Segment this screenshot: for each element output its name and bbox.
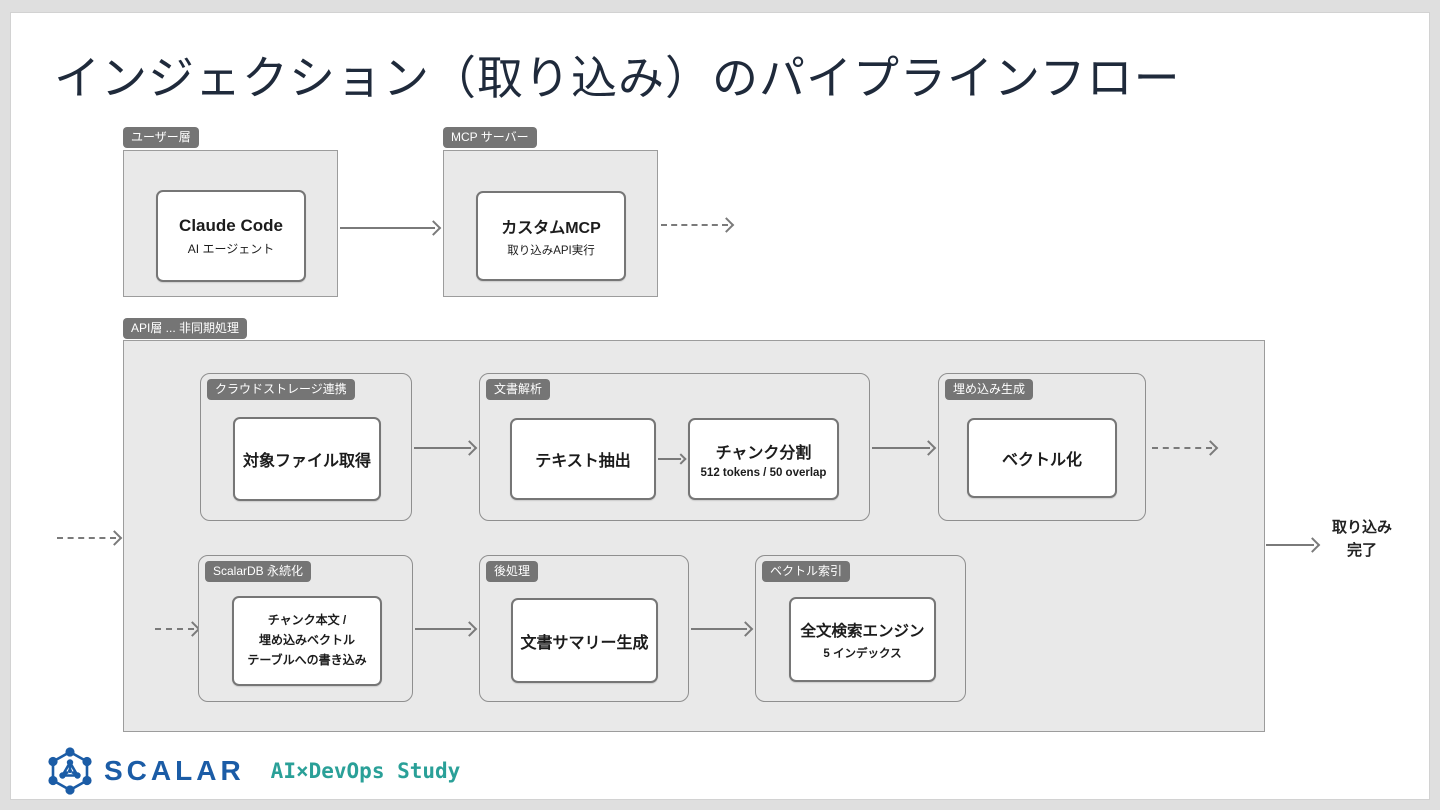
text-extract-title: テキスト抽出 [535, 453, 631, 470]
page-title: インジェクション（取り込み）のパイプラインフロー [54, 52, 1181, 104]
arrow-parse-to-embed [872, 440, 937, 456]
arrow-head-icon [425, 220, 442, 236]
vector-index-group: ベクトル索引 全文検索エンジン 5 インデックス [755, 555, 966, 702]
arrow-head-icon [1304, 537, 1321, 553]
scalar-logo-icon [48, 747, 92, 795]
api-layer-badge: API層 ... 非同期処理 [123, 318, 248, 339]
arrow-mcp-out [661, 217, 735, 233]
text-extract-node: テキスト抽出 [510, 418, 656, 500]
vectorize-title: ベクトル化 [1001, 452, 1082, 469]
completion-label: 取り込み 完了 [1320, 516, 1404, 562]
vectorize-node: ベクトル化 [967, 418, 1117, 498]
arrow-into-scalardb [155, 621, 201, 637]
event-title-text: AI×DevOps Study [270, 759, 461, 783]
completion-line2: 完了 [1346, 542, 1377, 559]
arrow-shaft [340, 227, 435, 229]
postprocess-badge: 後処理 [486, 561, 539, 582]
scalardb-badge: ScalarDB 永続化 [205, 561, 312, 582]
summary-title: 文書サマリー生成 [520, 634, 649, 652]
arrow-head-icon [461, 440, 478, 456]
arrow-shaft [691, 628, 747, 630]
arrow-head-icon [737, 621, 754, 637]
scalar-brand-text: SCALAR [104, 755, 245, 786]
cloud-storage-group: クラウドストレージ連携 対象ファイル取得 [200, 373, 412, 521]
arrow-shaft [658, 458, 681, 460]
chunk-split-subtitle: 512 tokens / 50 overlap [700, 467, 827, 479]
file-fetch-node: 対象ファイル取得 [233, 417, 381, 501]
table-write-line3: テーブルへの書き込み [247, 652, 367, 667]
doc-parse-badge: 文書解析 [486, 379, 551, 400]
arrow-head-icon [1202, 440, 1219, 456]
chunk-split-node: チャンク分割 512 tokens / 50 overlap [688, 418, 839, 500]
arrow-extract-to-chunk [658, 452, 687, 466]
embedding-badge: 埋め込み生成 [945, 379, 1034, 400]
table-write-node: チャンク本文 / 埋め込みベクトル テーブルへの書き込み [232, 596, 382, 686]
postprocess-group: 後処理 文書サマリー生成 [479, 555, 689, 702]
arrow-head-icon [718, 217, 735, 233]
user-layer-container: Claude Code AI エージェント [123, 150, 338, 297]
arrow-api-to-complete [1266, 537, 1321, 553]
user-layer-badge: ユーザー層 [123, 127, 199, 148]
arrow-embed-out [1152, 440, 1219, 456]
arrow-shaft [414, 447, 471, 449]
chunk-split-title: チャンク分割 [715, 445, 812, 462]
summary-node: 文書サマリー生成 [511, 598, 658, 683]
claude-code-title: Claude Code [179, 215, 283, 235]
arrow-shaft [155, 628, 194, 630]
arrow-head-icon [675, 453, 687, 465]
arrow-scalardb-to-post [415, 621, 478, 637]
cloud-storage-badge: クラウドストレージ連携 [207, 379, 355, 400]
fulltext-engine-title: 全文検索エンジン [800, 622, 925, 640]
file-fetch-title: 対象ファイル取得 [242, 453, 371, 470]
custom-mcp-node: カスタムMCP 取り込みAPI実行 [476, 191, 626, 281]
table-write-line1: チャンク本文 / [267, 613, 347, 628]
arrow-shaft [1266, 544, 1314, 546]
vector-index-badge: ベクトル索引 [762, 561, 851, 582]
arrow-post-to-index [691, 621, 754, 637]
mcp-server-badge: MCP サーバー [443, 127, 537, 148]
arrow-cloud-to-parse [414, 440, 478, 456]
arrow-into-api [57, 530, 123, 546]
arrow-user-to-mcp [340, 220, 442, 236]
fulltext-engine-node: 全文検索エンジン 5 インデックス [789, 597, 936, 682]
mcp-server-container: カスタムMCP 取り込みAPI実行 [443, 150, 658, 297]
footer: SCALAR AI×DevOps Study [44, 744, 460, 798]
arrow-head-icon [461, 621, 478, 637]
doc-parse-group: 文書解析 テキスト抽出 チャンク分割 512 tokens / 50 overl… [479, 373, 870, 521]
table-write-line2: 埋め込みベクトル [258, 633, 355, 648]
arrow-shaft [57, 537, 116, 539]
completion-line1: 取り込み [1331, 519, 1392, 536]
arrow-shaft [1152, 447, 1212, 449]
fulltext-engine-subtitle: 5 インデックス [823, 647, 902, 660]
custom-mcp-title: カスタムMCP [501, 220, 601, 237]
arrow-shaft [661, 224, 728, 226]
arrow-head-icon [920, 440, 937, 456]
scalardb-group: ScalarDB 永続化 チャンク本文 / 埋め込みベクトル テーブルへの書き込… [198, 555, 413, 702]
arrow-shaft [415, 628, 471, 630]
arrow-head-icon [106, 530, 123, 546]
claude-code-node: Claude Code AI エージェント [156, 190, 306, 282]
arrow-shaft [872, 447, 930, 449]
custom-mcp-subtitle: 取り込みAPI実行 [507, 245, 595, 257]
claude-code-subtitle: AI エージェント [187, 241, 275, 256]
embedding-group: 埋め込み生成 ベクトル化 [938, 373, 1146, 521]
